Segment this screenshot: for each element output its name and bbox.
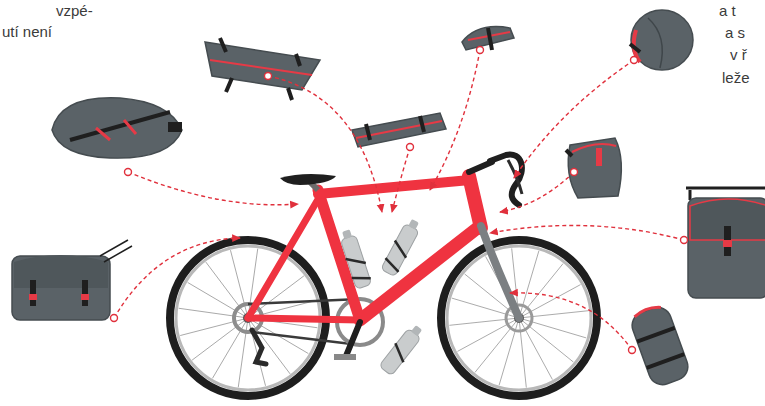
handlebar: [490, 154, 522, 205]
leader-dots: [111, 47, 688, 354]
pedal: [334, 354, 356, 360]
fork-bag: [628, 303, 692, 389]
front-bag: [566, 138, 621, 198]
rear-derailleur: [252, 330, 266, 364]
head-tube: [469, 176, 481, 228]
leader-line: [268, 76, 382, 212]
bottle: [380, 217, 424, 278]
leader-line: [114, 238, 240, 318]
leader-line: [430, 50, 480, 190]
leader-line: [392, 147, 410, 212]
leader-line: [514, 60, 634, 178]
text-fragment: leže: [722, 69, 750, 87]
chainstay: [248, 318, 360, 320]
seatstay: [248, 196, 320, 318]
text-fragment: utí není: [2, 23, 52, 41]
top-tube-bag: [462, 27, 514, 50]
text-fragment: a s: [725, 24, 745, 42]
bottle: [337, 228, 372, 290]
text-fragment: v ř: [730, 46, 747, 64]
text-fragment: a t: [719, 2, 736, 20]
brake-lever: [508, 160, 522, 194]
crank: [346, 322, 360, 356]
top-tube: [318, 180, 470, 194]
saddle: [280, 174, 336, 185]
tube-bag: [352, 113, 446, 147]
leader-lines: [114, 50, 684, 350]
rear-pannier: [12, 240, 132, 320]
down-tube: [360, 226, 480, 320]
text-fragment: vzpé-: [56, 2, 93, 20]
leader-line: [490, 225, 684, 240]
frame-bag: [205, 38, 320, 100]
bottle: [378, 322, 426, 376]
front-pannier: [686, 188, 765, 298]
leader-line: [510, 293, 632, 350]
saddle-bag: [52, 98, 182, 158]
leader-line: [128, 172, 298, 205]
frame: [248, 176, 481, 320]
handlebar-roll: [630, 10, 693, 70]
leader-line: [500, 172, 574, 212]
fork: [481, 226, 519, 318]
